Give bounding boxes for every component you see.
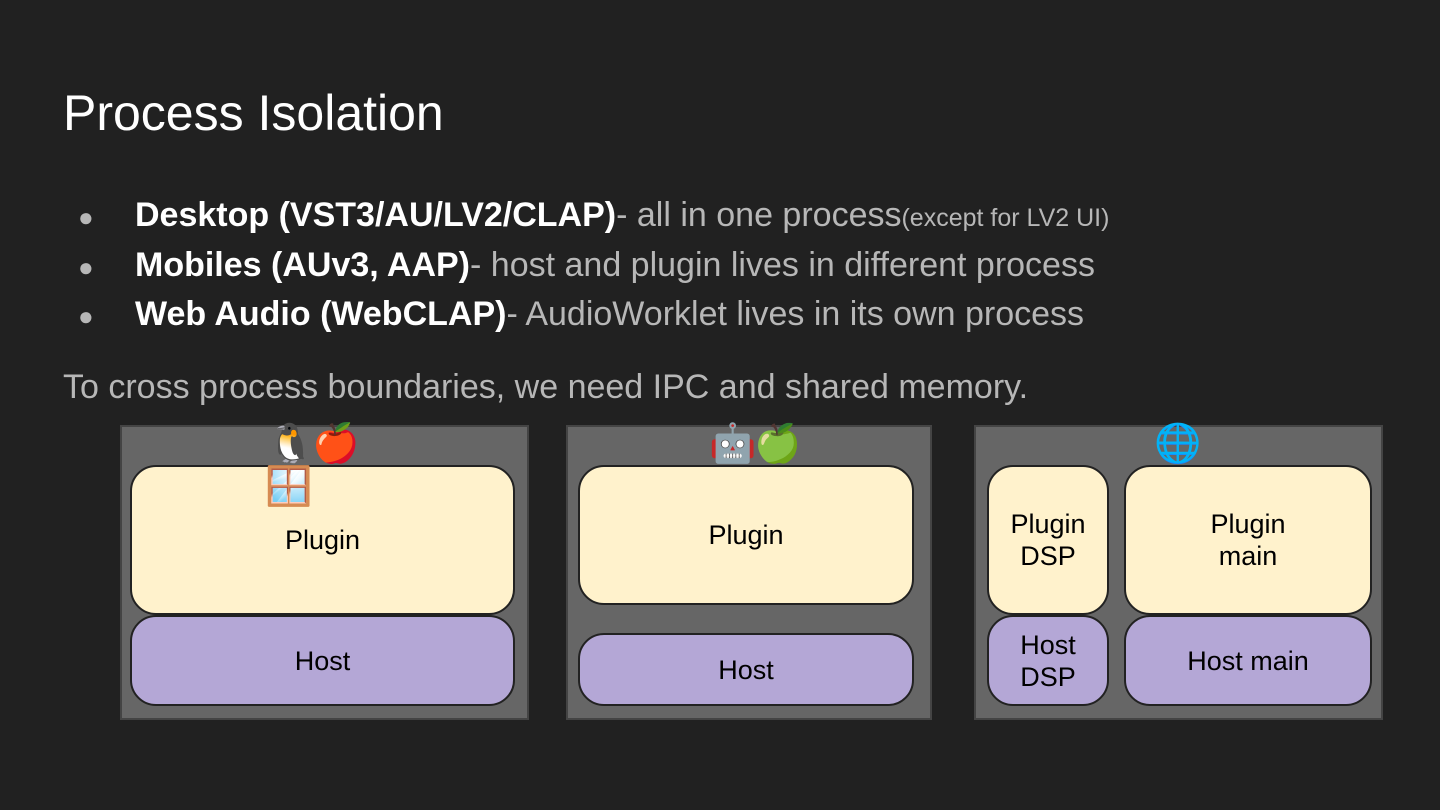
bullet-list: ● Desktop (VST3/AU/LV2/CLAP) - all in on… [78, 196, 1109, 345]
bullet-dot-icon: ● [78, 301, 94, 331]
footnote: To cross process boundaries, we need IPC… [63, 368, 1029, 406]
bullet-text: - host and plugin lives in different pro… [470, 245, 1095, 284]
web-host-main-box: Host main [1124, 615, 1372, 706]
globe-icon: 🌐 [1154, 423, 1201, 465]
mobile-host-box: Host [578, 633, 914, 706]
bullet-mobiles: ● Mobiles (AUv3, AAP) - host and plugin … [78, 246, 1109, 296]
bullet-web-audio: ● Web Audio (WebCLAP) - AudioWorklet liv… [78, 295, 1109, 345]
mobile-plugin-box: Plugin [578, 465, 914, 605]
bullet-heading: Mobiles (AUv3, AAP) [135, 245, 471, 284]
bullet-desktop: ● Desktop (VST3/AU/LV2/CLAP) - all in on… [78, 196, 1109, 246]
bullet-heading: Desktop (VST3/AU/LV2/CLAP) [135, 196, 617, 234]
bullet-text: - all in one process [616, 196, 902, 234]
bullet-dot-icon: ● [78, 251, 94, 282]
desktop-plugin-box: Plugin [130, 465, 515, 615]
web-host-dsp-box: Host DSP [987, 615, 1109, 706]
slide-title: Process Isolation [63, 85, 444, 141]
bullet-heading: Web Audio (WebCLAP) [135, 295, 507, 333]
desktop-host-box: Host [130, 615, 515, 706]
desktop-os-icons: 🐧🍎 [267, 423, 360, 465]
window-icon: 🪟 [265, 466, 312, 508]
bullet-note: (except for LV2 UI) [901, 204, 1110, 232]
web-plugin-dsp-box: Plugin DSP [987, 465, 1109, 615]
bullet-dot-icon: ● [78, 202, 94, 232]
web-plugin-main-box: Plugin main [1124, 465, 1372, 615]
mobile-os-icons: 🤖🍏 [709, 423, 802, 465]
bullet-text: - AudioWorklet lives in its own process [506, 295, 1085, 333]
